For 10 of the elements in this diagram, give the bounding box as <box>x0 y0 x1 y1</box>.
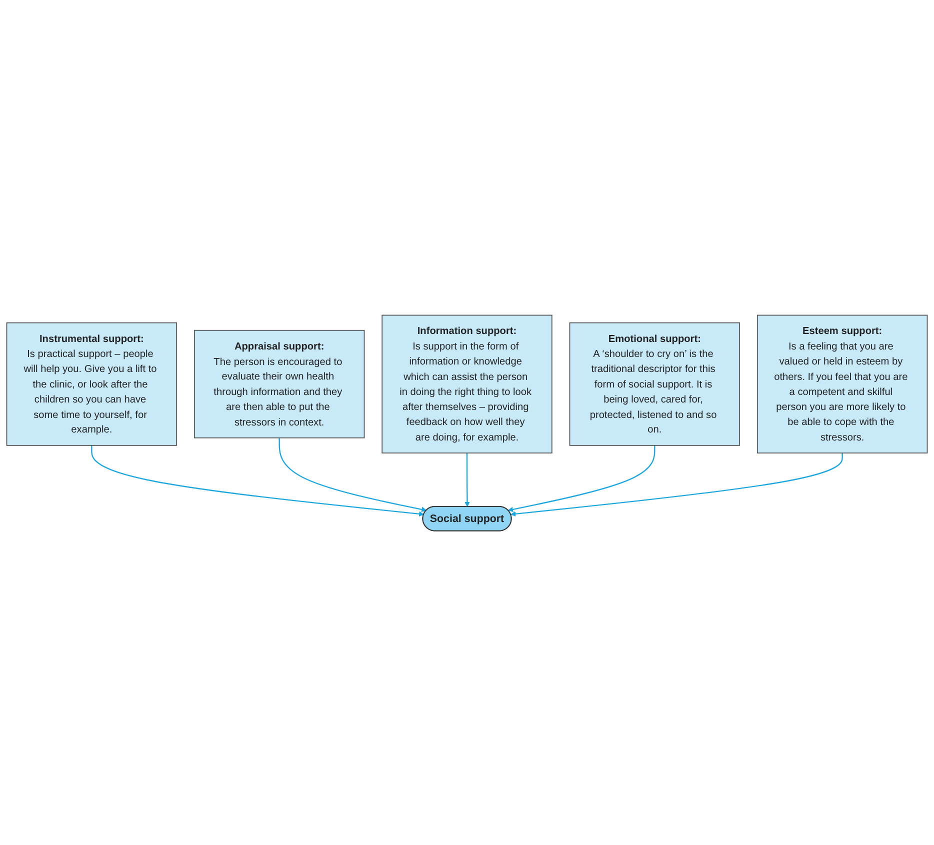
arrow <box>464 452 470 506</box>
node-box: Emotional support: A ‘shoulder to cry on’ is the traditional descriptor for this form of social support. It is being loved, cared for, protected, listened to and so on. <box>569 322 740 446</box>
node-box: Esteem support: Is a feeling that you are valued or held in esteem by others. If you feel that you are a competent and skilful person you are more likely to be able to cope with the stressors. <box>756 314 928 453</box>
node-box: Appraisal support: The person is encouraged to evaluate their own health through information and they are then able to put the stressors in context. <box>194 329 365 438</box>
node-box: Information support: Is support in the form of information or knowledge which can assist the person in doing the right thing to look after themselves – providing feedback on how well they are doing, for example. <box>382 314 552 453</box>
arrow <box>510 452 843 516</box>
arrow <box>91 444 424 516</box>
node-box: Instrumental support: Is practical support – people will help you. Give you a lift to the clinic, or look after the children so you can have some time to yourself, for example. <box>6 322 178 446</box>
arrow <box>508 444 656 512</box>
arrow <box>278 437 427 512</box>
